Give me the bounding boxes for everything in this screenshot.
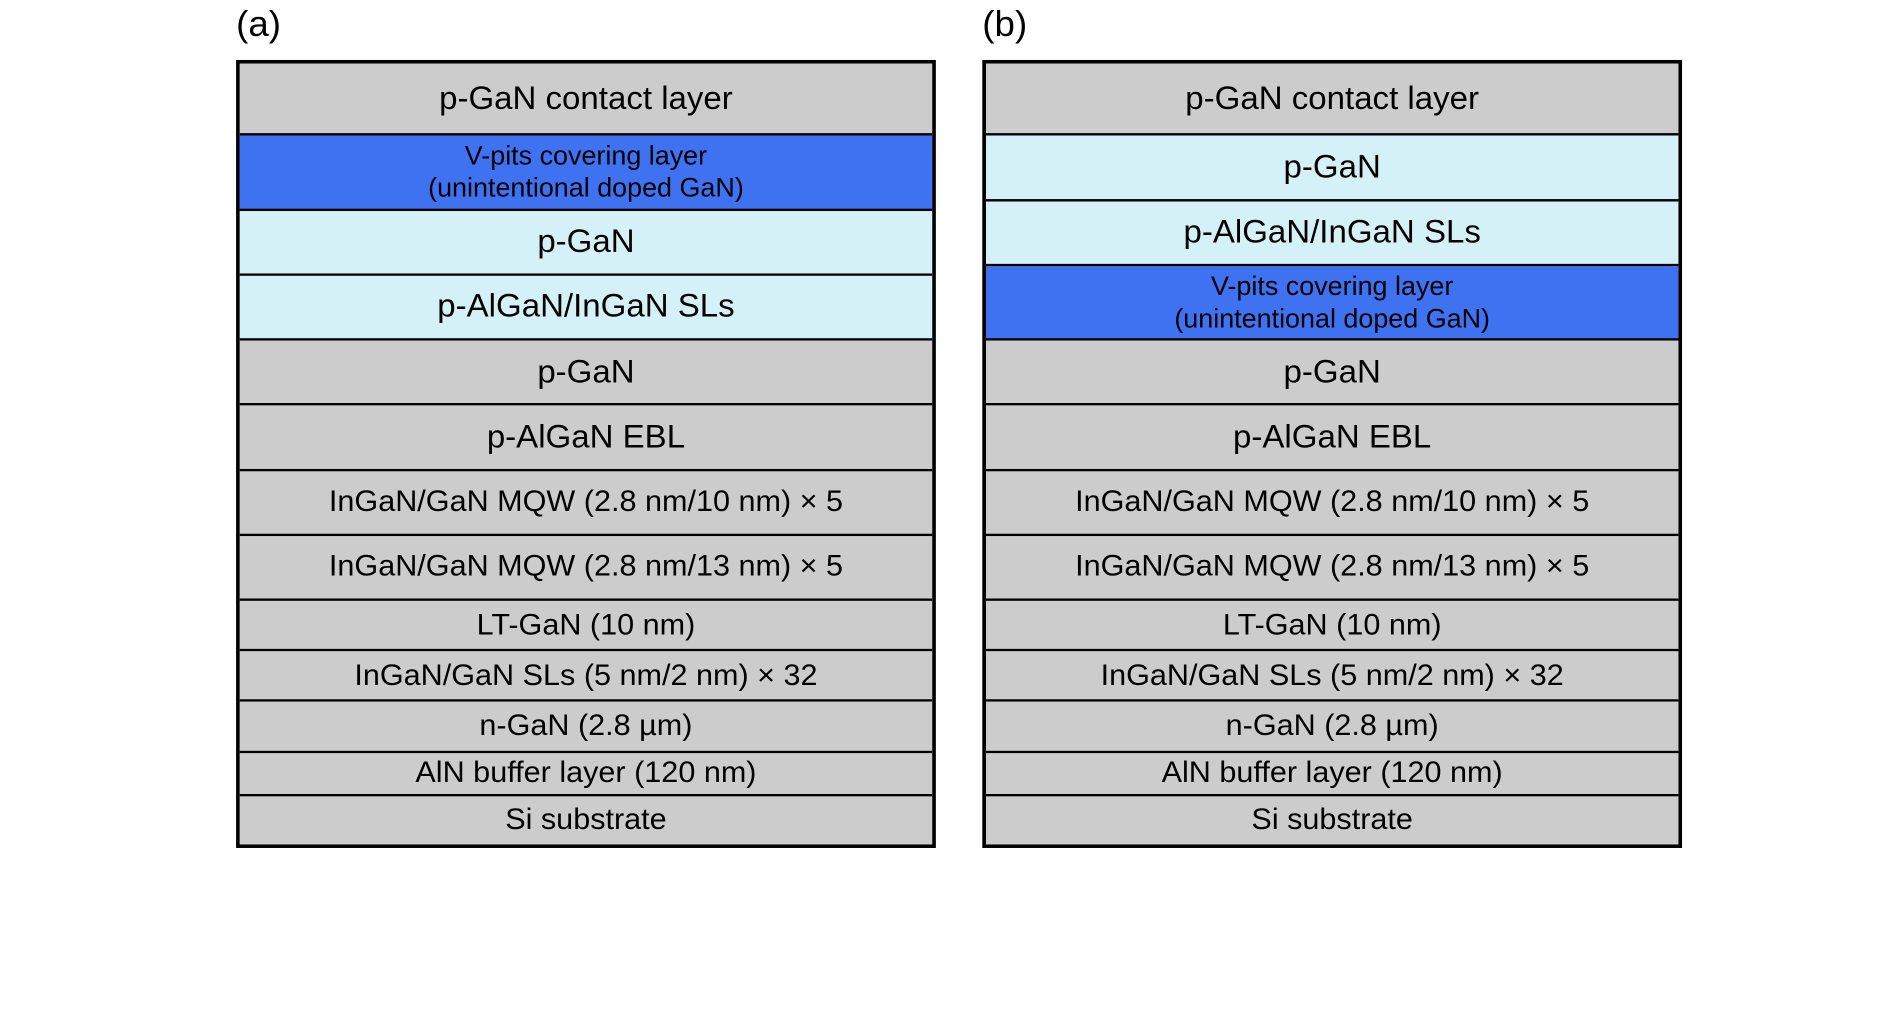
layer-ingan-gan-mqw-10nm: InGaN/GaN MQW (2.8 nm/10 nm) × 5	[239, 470, 933, 536]
layer-label: p-GaN contact layer	[439, 79, 733, 116]
layer-label: n-GaN (2.8 µm)	[1225, 708, 1439, 743]
layer-label: AlN buffer layer (120 nm)	[1161, 755, 1503, 790]
layer-ingan-gan-sls: InGaN/GaN SLs (5 nm/2 nm) × 32	[239, 651, 933, 703]
layer-p-gan-upper: p-GaN	[239, 210, 933, 276]
layer-lt-gan: LT-GaN (10 nm)	[239, 600, 933, 652]
layer-label: p-AlGaN/InGaN SLs	[437, 288, 735, 325]
layer-label: n-GaN (2.8 µm)	[479, 708, 693, 743]
layer-label: Si substrate	[505, 802, 667, 837]
layer-ingan-gan-sls: InGaN/GaN SLs (5 nm/2 nm) × 32	[985, 651, 1679, 703]
layer-label: LT-GaN (10 nm)	[1222, 607, 1442, 642]
layer-p-algan-ingan-sls: p-AlGaN/InGaN SLs	[985, 200, 1679, 267]
layer-label: p-AlGaN EBL	[1233, 418, 1432, 455]
layer-label: AlN buffer layer (120 nm)	[415, 755, 757, 790]
layer-label: p-AlGaN/InGaN SLs	[1183, 213, 1481, 250]
layer-aln-buffer-layer: AlN buffer layer (120 nm)	[985, 752, 1679, 797]
layer-n-gan: n-GaN (2.8 µm)	[985, 702, 1679, 753]
layer-label: V-pits covering layer	[1211, 270, 1454, 301]
panel-b-layer-stack: p-GaN contact layer p-GaN p-AlGaN/InGaN SL…	[982, 59, 1683, 848]
layer-p-gan-contact-layer: p-GaN contact layer	[239, 63, 933, 136]
layer-aln-buffer-layer: AlN buffer layer (120 nm)	[239, 752, 933, 797]
layer-p-algan-ingan-sls: p-AlGaN/InGaN SLs	[239, 275, 933, 341]
layer-label: (unintentional doped GaN)	[1174, 303, 1491, 334]
layer-label: InGaN/GaN SLs (5 nm/2 nm) × 32	[354, 658, 818, 692]
layer-label: InGaN/GaN MQW (2.8 nm/10 nm) × 5	[1075, 484, 1590, 519]
layer-label: p-GaN	[537, 223, 635, 260]
layer-label: InGaN/GaN MQW (2.8 nm/13 nm) × 5	[1075, 549, 1590, 584]
layer-label: p-AlGaN EBL	[486, 418, 686, 455]
layer-label: p-GaN	[1283, 353, 1381, 390]
layer-si-substrate: Si substrate	[239, 796, 933, 845]
layer-ingan-gan-mqw-13nm: InGaN/GaN MQW (2.8 nm/13 nm) × 5	[239, 535, 933, 601]
layer-v-pits-covering-layer: V-pits covering layer(unintentional dope…	[985, 266, 1679, 341]
layer-ingan-gan-mqw-10nm: InGaN/GaN MQW (2.8 nm/10 nm) × 5	[985, 470, 1679, 536]
layer-label: LT-GaN (10 nm)	[476, 607, 696, 642]
layer-p-gan-lower: p-GaN	[239, 340, 933, 406]
layer-label: InGaN/GaN MQW (2.8 nm/10 nm) × 5	[328, 484, 844, 519]
layer-label: InGaN/GaN MQW (2.8 nm/13 nm) × 5	[328, 549, 844, 584]
layer-label: p-GaN contact layer	[1185, 79, 1480, 116]
panel-a-label: (a)	[236, 4, 281, 45]
layer-n-gan: n-GaN (2.8 µm)	[239, 702, 933, 753]
panel-b-label: (b)	[982, 4, 1028, 45]
layer-label: p-GaN	[1283, 148, 1381, 185]
layer-label: Si substrate	[1251, 802, 1413, 837]
layer-p-algan-ebl: p-AlGaN EBL	[985, 405, 1679, 471]
layer-label: InGaN/GaN SLs (5 nm/2 nm) × 32	[1100, 658, 1564, 692]
layer-p-gan-lower: p-GaN	[985, 340, 1679, 406]
layer-ingan-gan-mqw-13nm: InGaN/GaN MQW (2.8 nm/13 nm) × 5	[985, 535, 1679, 601]
layer-si-substrate: Si substrate	[985, 796, 1679, 845]
layer-lt-gan: LT-GaN (10 nm)	[985, 600, 1679, 652]
layer-label: V-pits covering layer	[464, 140, 708, 171]
layer-p-gan-upper: p-GaN	[985, 135, 1679, 201]
layer-label: (unintentional doped GaN)	[428, 173, 744, 204]
layer-label: p-GaN	[537, 353, 635, 390]
layer-v-pits-covering-layer: V-pits covering layer(unintentional dope…	[239, 135, 933, 211]
layer-p-gan-contact-layer: p-GaN contact layer	[985, 63, 1679, 136]
layer-p-algan-ebl: p-AlGaN EBL	[239, 405, 933, 471]
